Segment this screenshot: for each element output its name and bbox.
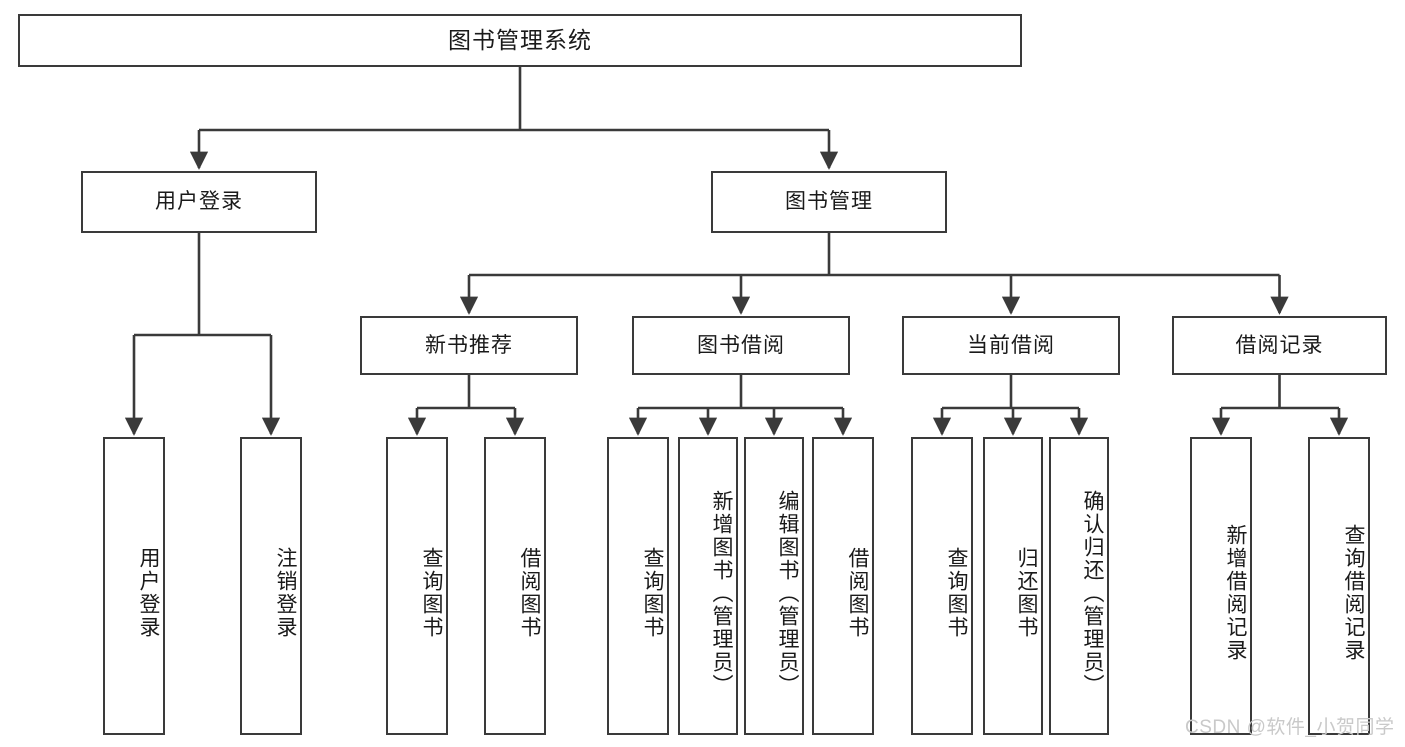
node-label: 图书借阅 bbox=[697, 333, 785, 357]
node-label: 确认归还（管理员） bbox=[1081, 489, 1104, 697]
node-l-confirm[interactable]: 确认归还（管理员） bbox=[1049, 437, 1109, 735]
node-l-qrec[interactable]: 查询借阅记录 bbox=[1308, 437, 1370, 735]
node-l-b2[interactable]: 借阅图书 bbox=[812, 437, 874, 735]
node-newbook[interactable]: 新书推荐 bbox=[360, 316, 578, 375]
node-l-logout[interactable]: 注销登录 bbox=[240, 437, 302, 735]
node-label: 当前借阅 bbox=[967, 333, 1055, 357]
node-label: 借阅图书 bbox=[518, 547, 541, 639]
node-label: 用户登录 bbox=[137, 547, 160, 639]
node-borrow[interactable]: 图书借阅 bbox=[632, 316, 850, 375]
node-label: 借阅记录 bbox=[1235, 333, 1324, 357]
node-label: 图书管理 bbox=[785, 190, 873, 214]
node-label: 新增图书（管理员） bbox=[710, 489, 733, 697]
node-login[interactable]: 用户登录 bbox=[81, 171, 317, 233]
node-label: 注销登录 bbox=[274, 547, 297, 639]
node-current[interactable]: 当前借阅 bbox=[902, 316, 1120, 375]
node-label: 新增借阅记录 bbox=[1224, 524, 1247, 662]
node-l-edit[interactable]: 编辑图书（管理员） bbox=[744, 437, 804, 735]
node-label: 新书推荐 bbox=[425, 333, 513, 357]
node-bookmgmt[interactable]: 图书管理 bbox=[711, 171, 947, 233]
node-l-q2[interactable]: 查询图书 bbox=[607, 437, 669, 735]
node-label: 查询借阅记录 bbox=[1342, 524, 1365, 662]
node-l-b1[interactable]: 借阅图书 bbox=[484, 437, 546, 735]
node-l-addrec[interactable]: 新增借阅记录 bbox=[1190, 437, 1252, 735]
node-l-q3[interactable]: 查询图书 bbox=[911, 437, 973, 735]
node-label: 归还图书 bbox=[1015, 547, 1038, 639]
node-label: 编辑图书（管理员） bbox=[776, 489, 799, 697]
watermark-text: CSDN @软件_小贺同学 bbox=[1185, 717, 1395, 738]
node-label: 查询图书 bbox=[420, 547, 443, 639]
node-label: 用户登录 bbox=[155, 190, 243, 214]
node-label: 查询图书 bbox=[641, 547, 664, 639]
node-records[interactable]: 借阅记录 bbox=[1172, 316, 1387, 375]
node-l-login[interactable]: 用户登录 bbox=[103, 437, 165, 735]
node-label: 借阅图书 bbox=[846, 547, 869, 639]
node-label: 查询图书 bbox=[945, 547, 968, 639]
node-root[interactable]: 图书管理系统 bbox=[18, 14, 1022, 67]
node-l-return[interactable]: 归还图书 bbox=[983, 437, 1043, 735]
node-l-q1[interactable]: 查询图书 bbox=[386, 437, 448, 735]
node-label: 图书管理系统 bbox=[448, 26, 592, 53]
node-l-add[interactable]: 新增图书（管理员） bbox=[678, 437, 738, 735]
